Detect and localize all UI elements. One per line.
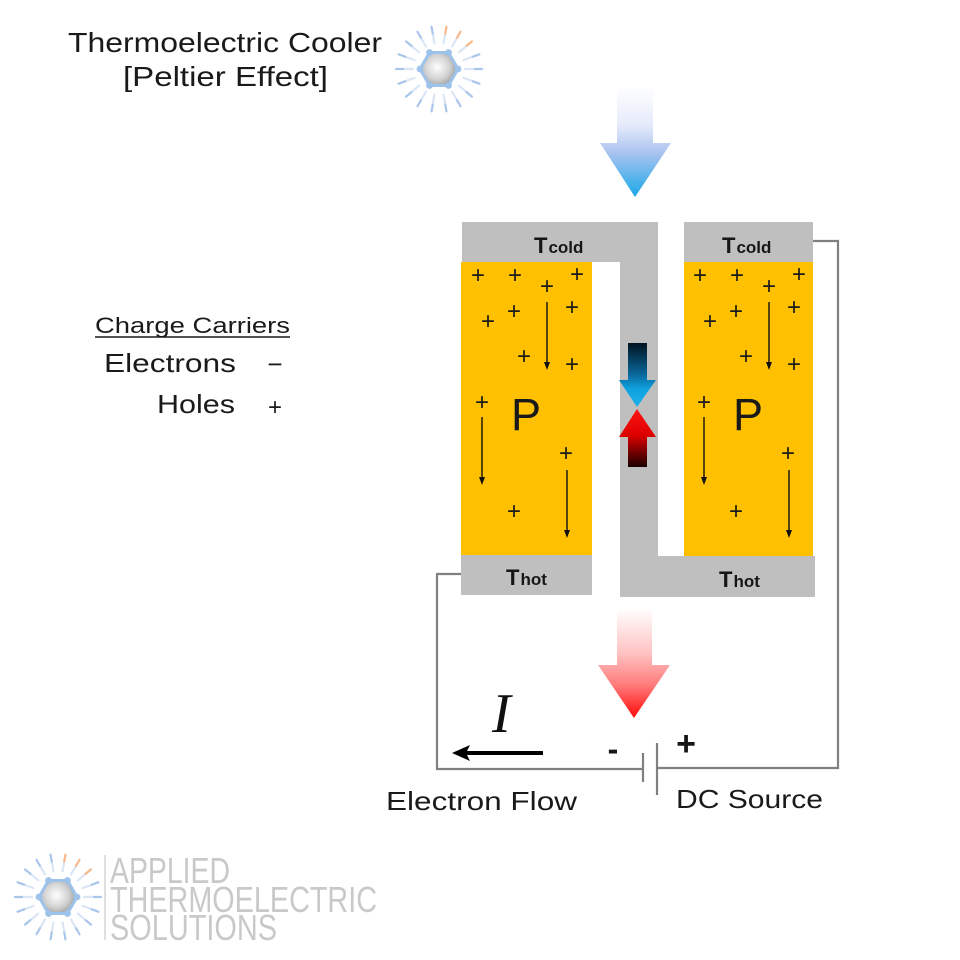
hole-carrier: + [507,498,521,525]
hole-carrier: + [781,440,795,467]
left-leg-type-label: P [511,389,541,440]
hole-drift-arrow-icon [786,470,792,538]
heat-rejected-arrow-icon [598,610,670,718]
hole-drift-arrow-icon [479,417,485,485]
dc-source-label: DC Source [676,784,823,814]
thermoelectric-module: Tcold Tcold Thot Thot P P ++++++++++++++… [461,222,815,597]
right-leg-type-label: P [733,389,763,440]
company-logo: APPLIED THERMOELECTRIC SOLUTIONS [13,850,377,948]
hole-carrier: + [507,298,521,325]
right-cold-label: Tcold [722,233,771,258]
right-p-type-leg [684,262,813,556]
hole-carrier: + [475,389,489,416]
electron-flow-label: Electron Flow [386,786,577,816]
hole-drift-arrow-icon [544,302,550,370]
hole-carrier: + [730,262,744,289]
hole-carrier: + [729,298,743,325]
title-line-1: Thermoelectric Cooler [68,27,382,58]
hole-carrier: + [481,308,495,335]
hole-carrier: + [565,351,579,378]
logo-line-3: SOLUTIONS [110,907,277,948]
left-p-type-leg [461,262,592,555]
left-wire [435,572,643,771]
positive-terminal-label: + [676,725,696,763]
hole-carrier: + [471,262,485,289]
hole-carrier: + [565,294,579,321]
hole-carriers: + + + + + + + + + + + + + + + + + + + + + + + + [471,261,806,538]
company-logo-mark-icon [13,853,103,941]
cold-junction-arrow-icon [619,343,656,407]
negative-terminal-label: - [608,731,619,767]
heat-absorbed-arrow-icon [600,88,671,197]
hole-carrier: + [787,294,801,321]
left-cold-label: Tcold [534,233,583,258]
current-symbol: I [491,683,513,745]
right-hot-label: Thot [719,567,760,592]
legend-holes-label: Holes [157,389,235,419]
hole-carrier: + [508,262,522,289]
title-line-2: [Peltier Effect] [123,61,328,92]
logo-line-2: THERMOELECTRIC [110,879,377,920]
dc-circuit: I - + Electron Flow DC Source [386,239,840,816]
legend-electrons-label: Electrons [104,348,236,378]
cold-bridge-conductor [462,222,815,597]
left-hot-plate [461,555,592,595]
hole-carrier: + [792,261,806,288]
hole-drift-arrow-icon [766,302,772,370]
hole-carrier: + [570,261,584,288]
legend-holes-symbol: + [268,394,282,421]
hole-carrier: + [559,440,573,467]
electron-flow-arrow-icon [452,745,543,761]
hole-drift-arrow-icon [564,470,570,538]
left-hot-label: Thot [506,565,547,590]
hole-carrier: + [762,273,776,300]
hole-drift-arrow-icon [701,417,707,485]
hole-carrier: + [703,308,717,335]
hole-carrier: + [697,389,711,416]
legend-heading: Charge Carriers [95,313,290,338]
charge-carriers-legend: Charge Carriers Electrons − Holes + [95,313,290,421]
hole-carrier: + [729,498,743,525]
hole-carrier: + [739,343,753,370]
hole-carrier: + [517,343,531,370]
company-logo-icon [394,25,484,113]
right-cold-plate [684,222,813,262]
right-wire [657,239,840,770]
legend-electrons-symbol: − [267,349,282,379]
logo-line-1: APPLIED [110,850,230,891]
hole-carrier: + [787,351,801,378]
hole-carrier: + [693,262,707,289]
hot-junction-arrow-icon [619,409,656,467]
hole-carrier: + [540,273,554,300]
